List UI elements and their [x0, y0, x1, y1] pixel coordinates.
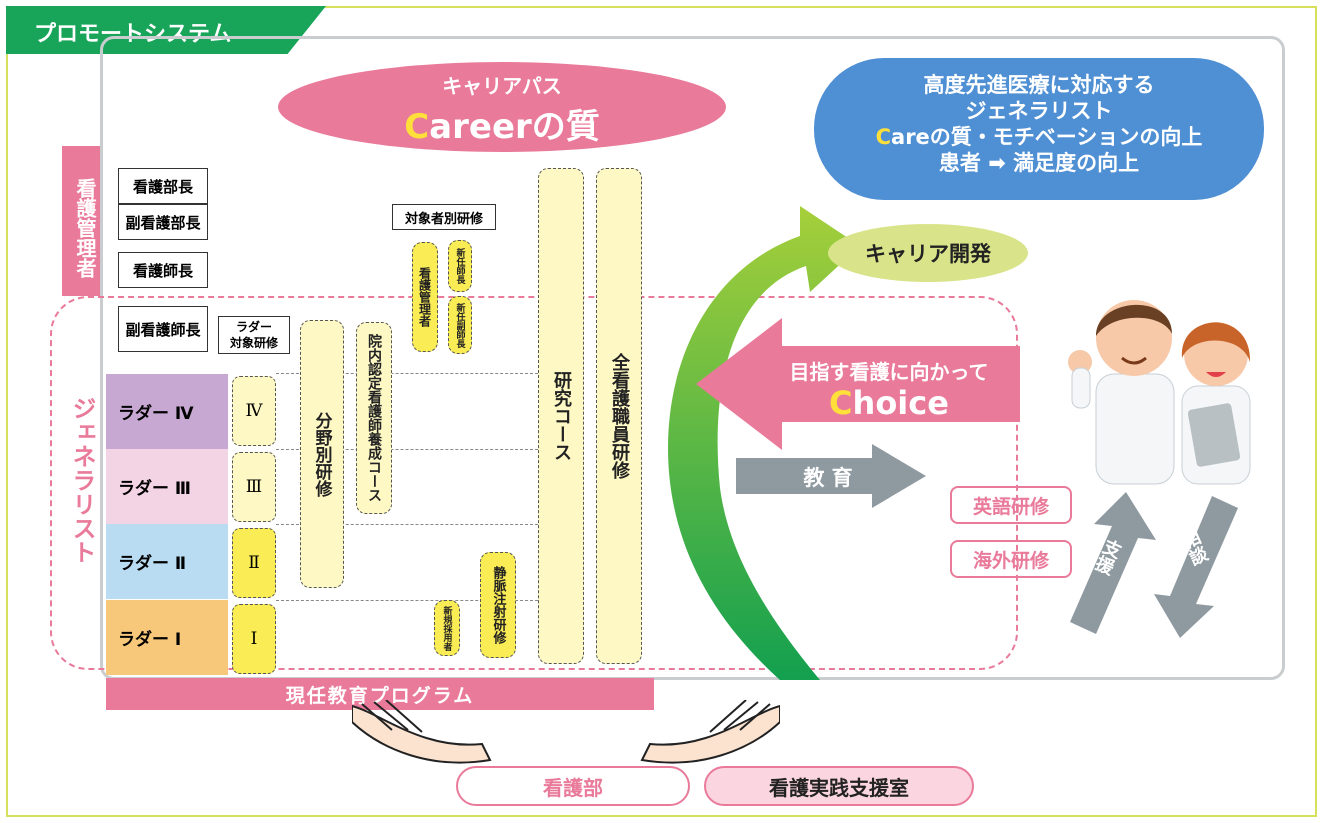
- certified-course-label: 院内認定看護師養成コース: [366, 334, 382, 502]
- left-hand-illustration: [352, 700, 492, 764]
- level-box-3: Ⅲ: [232, 452, 276, 522]
- career-path-label: キャリアパス: [442, 74, 562, 98]
- target-specific-training-box: 対象者別研修: [392, 204, 496, 230]
- ladder-row-1: ラダー Ⅰ: [106, 600, 228, 675]
- divider-line: [276, 373, 538, 374]
- system-title-tab: プロモートシステム: [6, 6, 326, 54]
- divider-line: [276, 524, 538, 525]
- career-path-ellipse: キャリアパス Careerの質: [278, 62, 726, 152]
- choice-subtitle: 目指す看護に向かって: [789, 360, 989, 384]
- new-head-nurse-label: 新任師長: [454, 248, 465, 284]
- consultation-arrow: [1154, 496, 1238, 638]
- english-training-box: 英語研修: [950, 486, 1072, 524]
- level-box-2: Ⅱ: [232, 528, 276, 598]
- career-cycle-arrow: [668, 206, 860, 680]
- generalist-label: ジェネラリスト: [68, 396, 96, 564]
- all-staff-training-box: 全看護職員研修: [596, 168, 642, 664]
- new-head-nurse-box: 新任師長: [448, 240, 472, 292]
- career-quality-label: Careerの質: [404, 107, 600, 147]
- divider-line: [276, 600, 538, 601]
- education-program-bar: 現任教育プログラム: [106, 678, 654, 710]
- divider-line: [276, 449, 538, 450]
- level-box-1: Ⅰ: [232, 604, 276, 674]
- ladder-row-3: ラダー Ⅲ: [106, 449, 228, 524]
- nursing-management-box: 看護管理者: [412, 242, 438, 352]
- new-deputy-head-box: 新任副師長: [448, 296, 472, 354]
- choice-arrow: [696, 318, 1020, 450]
- ladder-row-4: ラダー Ⅳ: [106, 374, 228, 449]
- level-box-4: Ⅳ: [232, 376, 276, 446]
- research-course-box: 研究コース: [538, 168, 584, 664]
- role-deputy-director: 副看護部長: [118, 204, 208, 240]
- iv-injection-training-label: 静脈注射研修: [490, 566, 506, 644]
- field-training-box: 分野別研修: [300, 320, 344, 588]
- role-deputy-head-nurse: 副看護師長: [118, 306, 208, 352]
- support-arrow: [1070, 492, 1156, 634]
- overseas-training-box: 海外研修: [950, 540, 1072, 578]
- goal-line-2: ジェネラリスト: [965, 99, 1113, 123]
- generalist-region: [50, 296, 1018, 670]
- nurses-illustration: [1068, 300, 1251, 485]
- new-hire-box: 新規採用者: [434, 600, 460, 656]
- iv-injection-training-box: 静脈注射研修: [480, 552, 516, 658]
- certified-course-box: 院内認定看護師養成コース: [356, 322, 392, 514]
- all-staff-training-label: 全看護職員研修: [609, 353, 630, 479]
- nursing-department-pill: 看護部: [456, 766, 690, 806]
- nursing-manager-label: 看護管理者: [62, 146, 100, 296]
- goal-line-1: 高度先進医療に対応する: [923, 73, 1155, 97]
- goal-line-3: Careの質・モチベーションの向上: [875, 125, 1203, 149]
- new-deputy-head-label: 新任副師長: [454, 302, 465, 348]
- research-course-label: 研究コース: [551, 371, 572, 461]
- right-hand-illustration: [640, 700, 780, 764]
- choice-title: Choice: [829, 384, 949, 422]
- goal-box: 高度先進医療に対応する ジェネラリスト Careの質・モチベーションの向上 患者…: [814, 58, 1264, 200]
- ladder-row-2: ラダー Ⅱ: [106, 524, 228, 599]
- outer-frame: [6, 6, 1317, 817]
- field-training-label: 分野別研修: [311, 411, 332, 497]
- role-head-nurse: 看護師長: [118, 252, 208, 288]
- nursing-management-label: 看護管理者: [417, 267, 432, 327]
- nursing-practice-support-pill: 看護実践支援室: [704, 766, 974, 806]
- ladder-target-training-box: ラダー 対象研修: [218, 316, 290, 354]
- new-hire-label: 新規採用者: [441, 605, 452, 651]
- education-arrow: [736, 444, 926, 508]
- role-nursing-director: 看護部長: [118, 168, 208, 204]
- career-development-label: キャリア開発: [828, 224, 1028, 282]
- education-label: 教 育: [803, 466, 853, 490]
- system-frame: [100, 36, 1285, 680]
- goal-line-4: 患者 ➡ 満足度の向上: [938, 151, 1140, 175]
